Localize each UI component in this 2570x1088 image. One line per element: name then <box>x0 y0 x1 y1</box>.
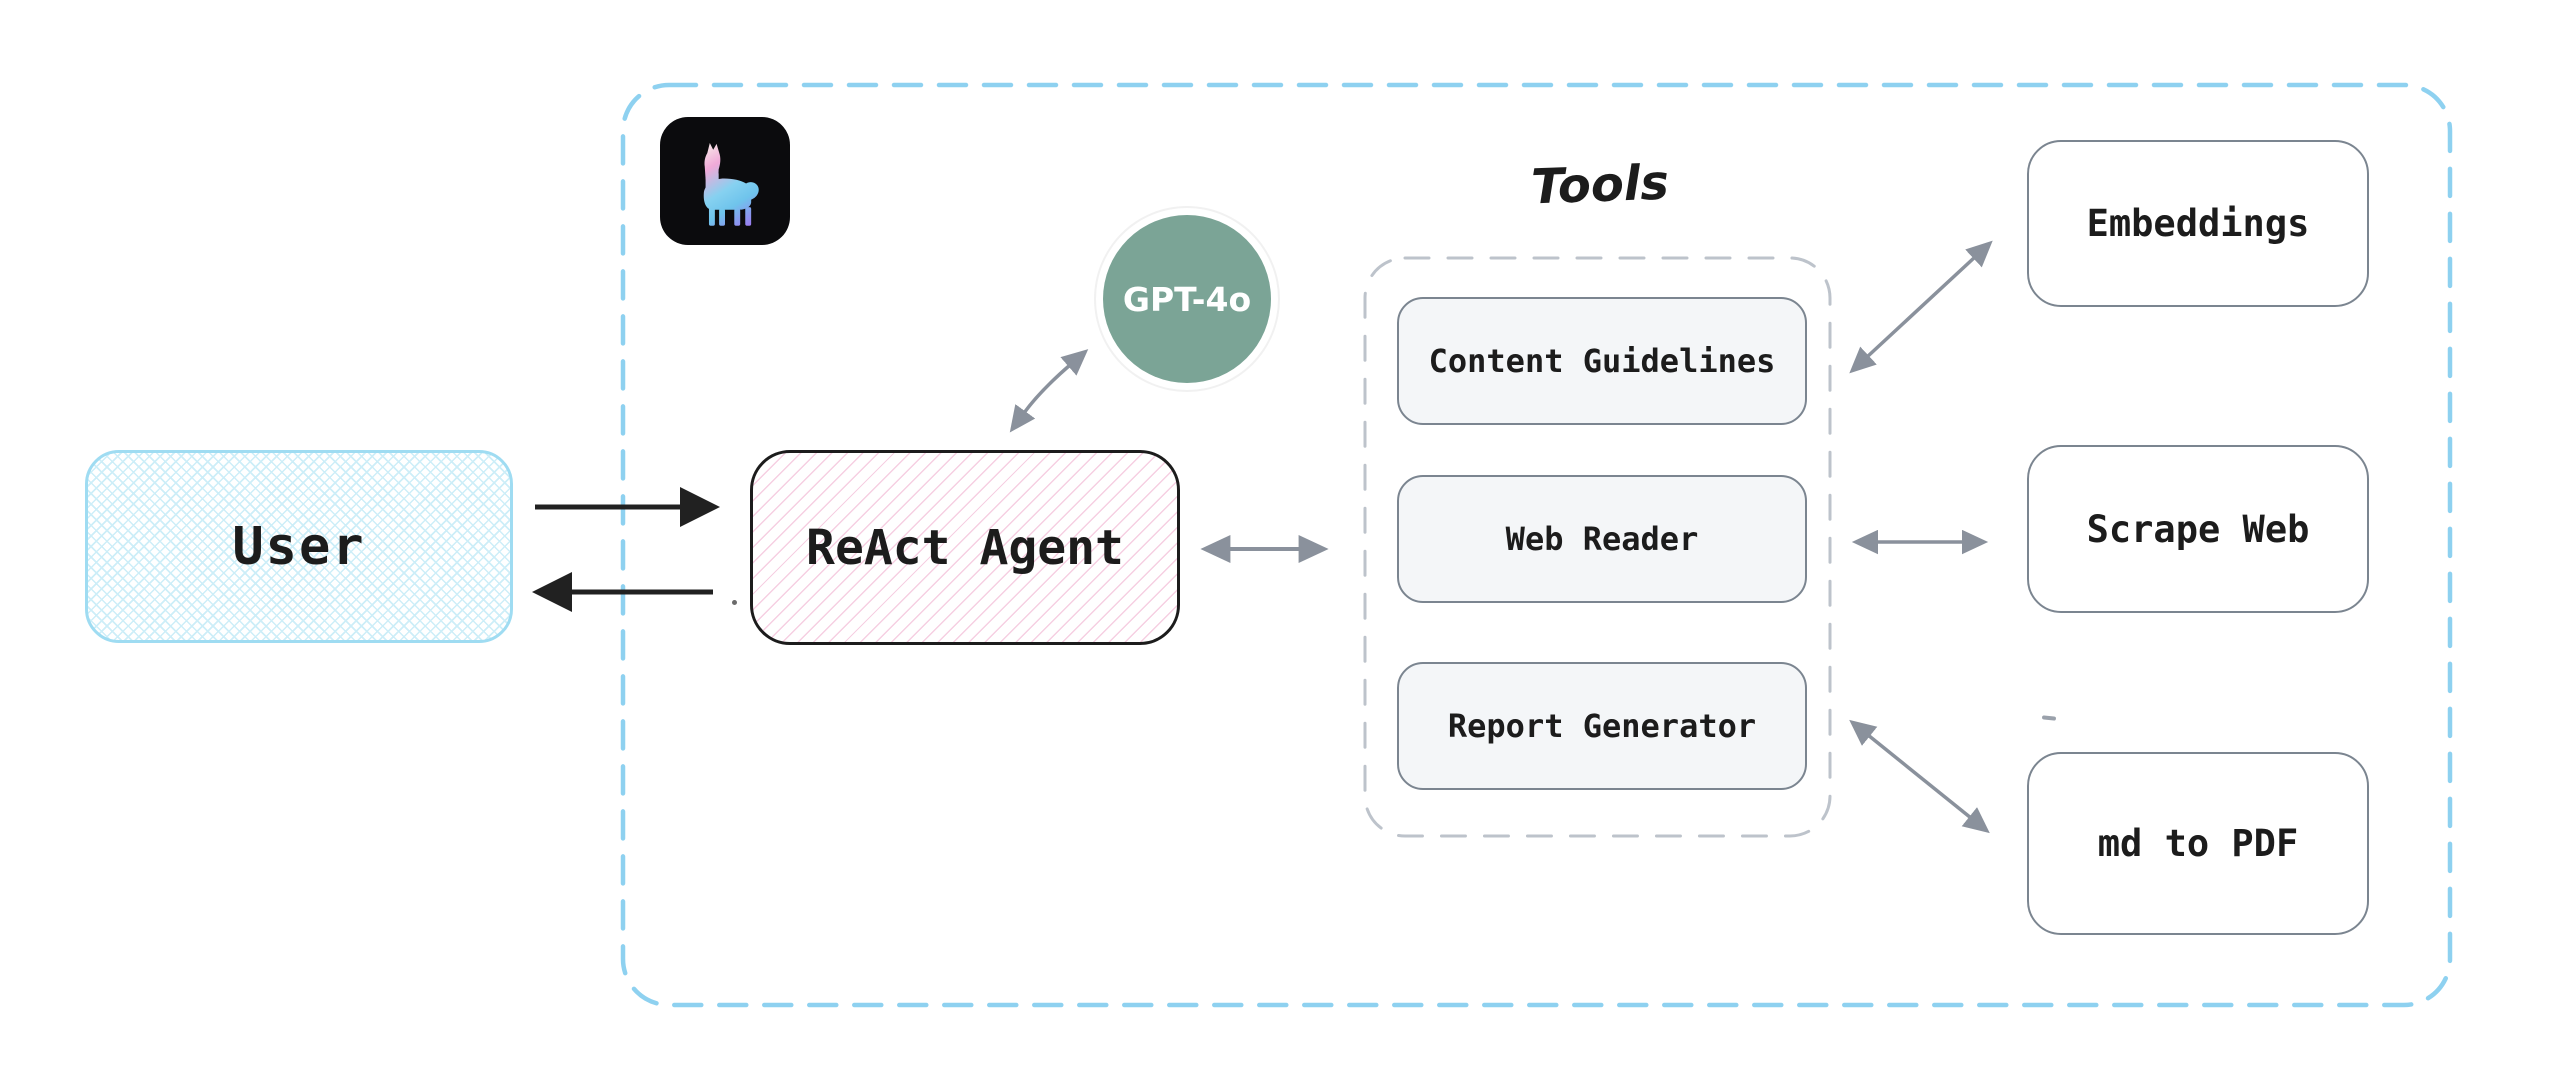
stray-mark <box>732 600 737 605</box>
arrow-agent-model <box>1009 349 1089 433</box>
react-agent-label: ReAct Agent <box>806 519 1124 576</box>
tools-group-boundary <box>1363 256 1832 838</box>
tools-title-label: Tools <box>1530 154 1670 216</box>
external-embeddings-box: Embeddings <box>2027 140 2369 307</box>
user-label: User <box>232 516 366 577</box>
external-md-to-pdf-box: md to PDF <box>2027 752 2369 935</box>
external-label: md to PDF <box>2097 822 2299 865</box>
llama-icon <box>703 143 759 226</box>
tool-item-report-generator: Report Generator <box>1397 662 1807 790</box>
tool-item-label: Content Guidelines <box>1428 342 1776 380</box>
gpt4o-circle: GPT-4o <box>1103 215 1271 383</box>
agent-boundary <box>620 82 2453 1008</box>
external-label: Scrape Web <box>2086 507 2310 551</box>
llama-logo <box>660 117 790 245</box>
tool-item-web-reader: Web Reader <box>1397 475 1807 603</box>
user-box: User <box>85 450 513 643</box>
arrow-guidelines-embeddings <box>1849 240 1993 374</box>
arrow-report-mdpdf <box>1849 719 1990 834</box>
tool-item-label: Web Reader <box>1505 520 1699 558</box>
tool-item-content-guidelines: Content Guidelines <box>1397 297 1807 425</box>
tools-group-title: Tools <box>1494 146 1706 223</box>
react-agent-box: ReAct Agent <box>750 450 1180 645</box>
external-label: Embeddings <box>2086 202 2310 245</box>
tool-item-label: Report Generator <box>1447 707 1757 745</box>
external-scrape-web-box: Scrape Web <box>2027 445 2369 613</box>
gpt4o-label: GPT-4o <box>1122 279 1252 319</box>
